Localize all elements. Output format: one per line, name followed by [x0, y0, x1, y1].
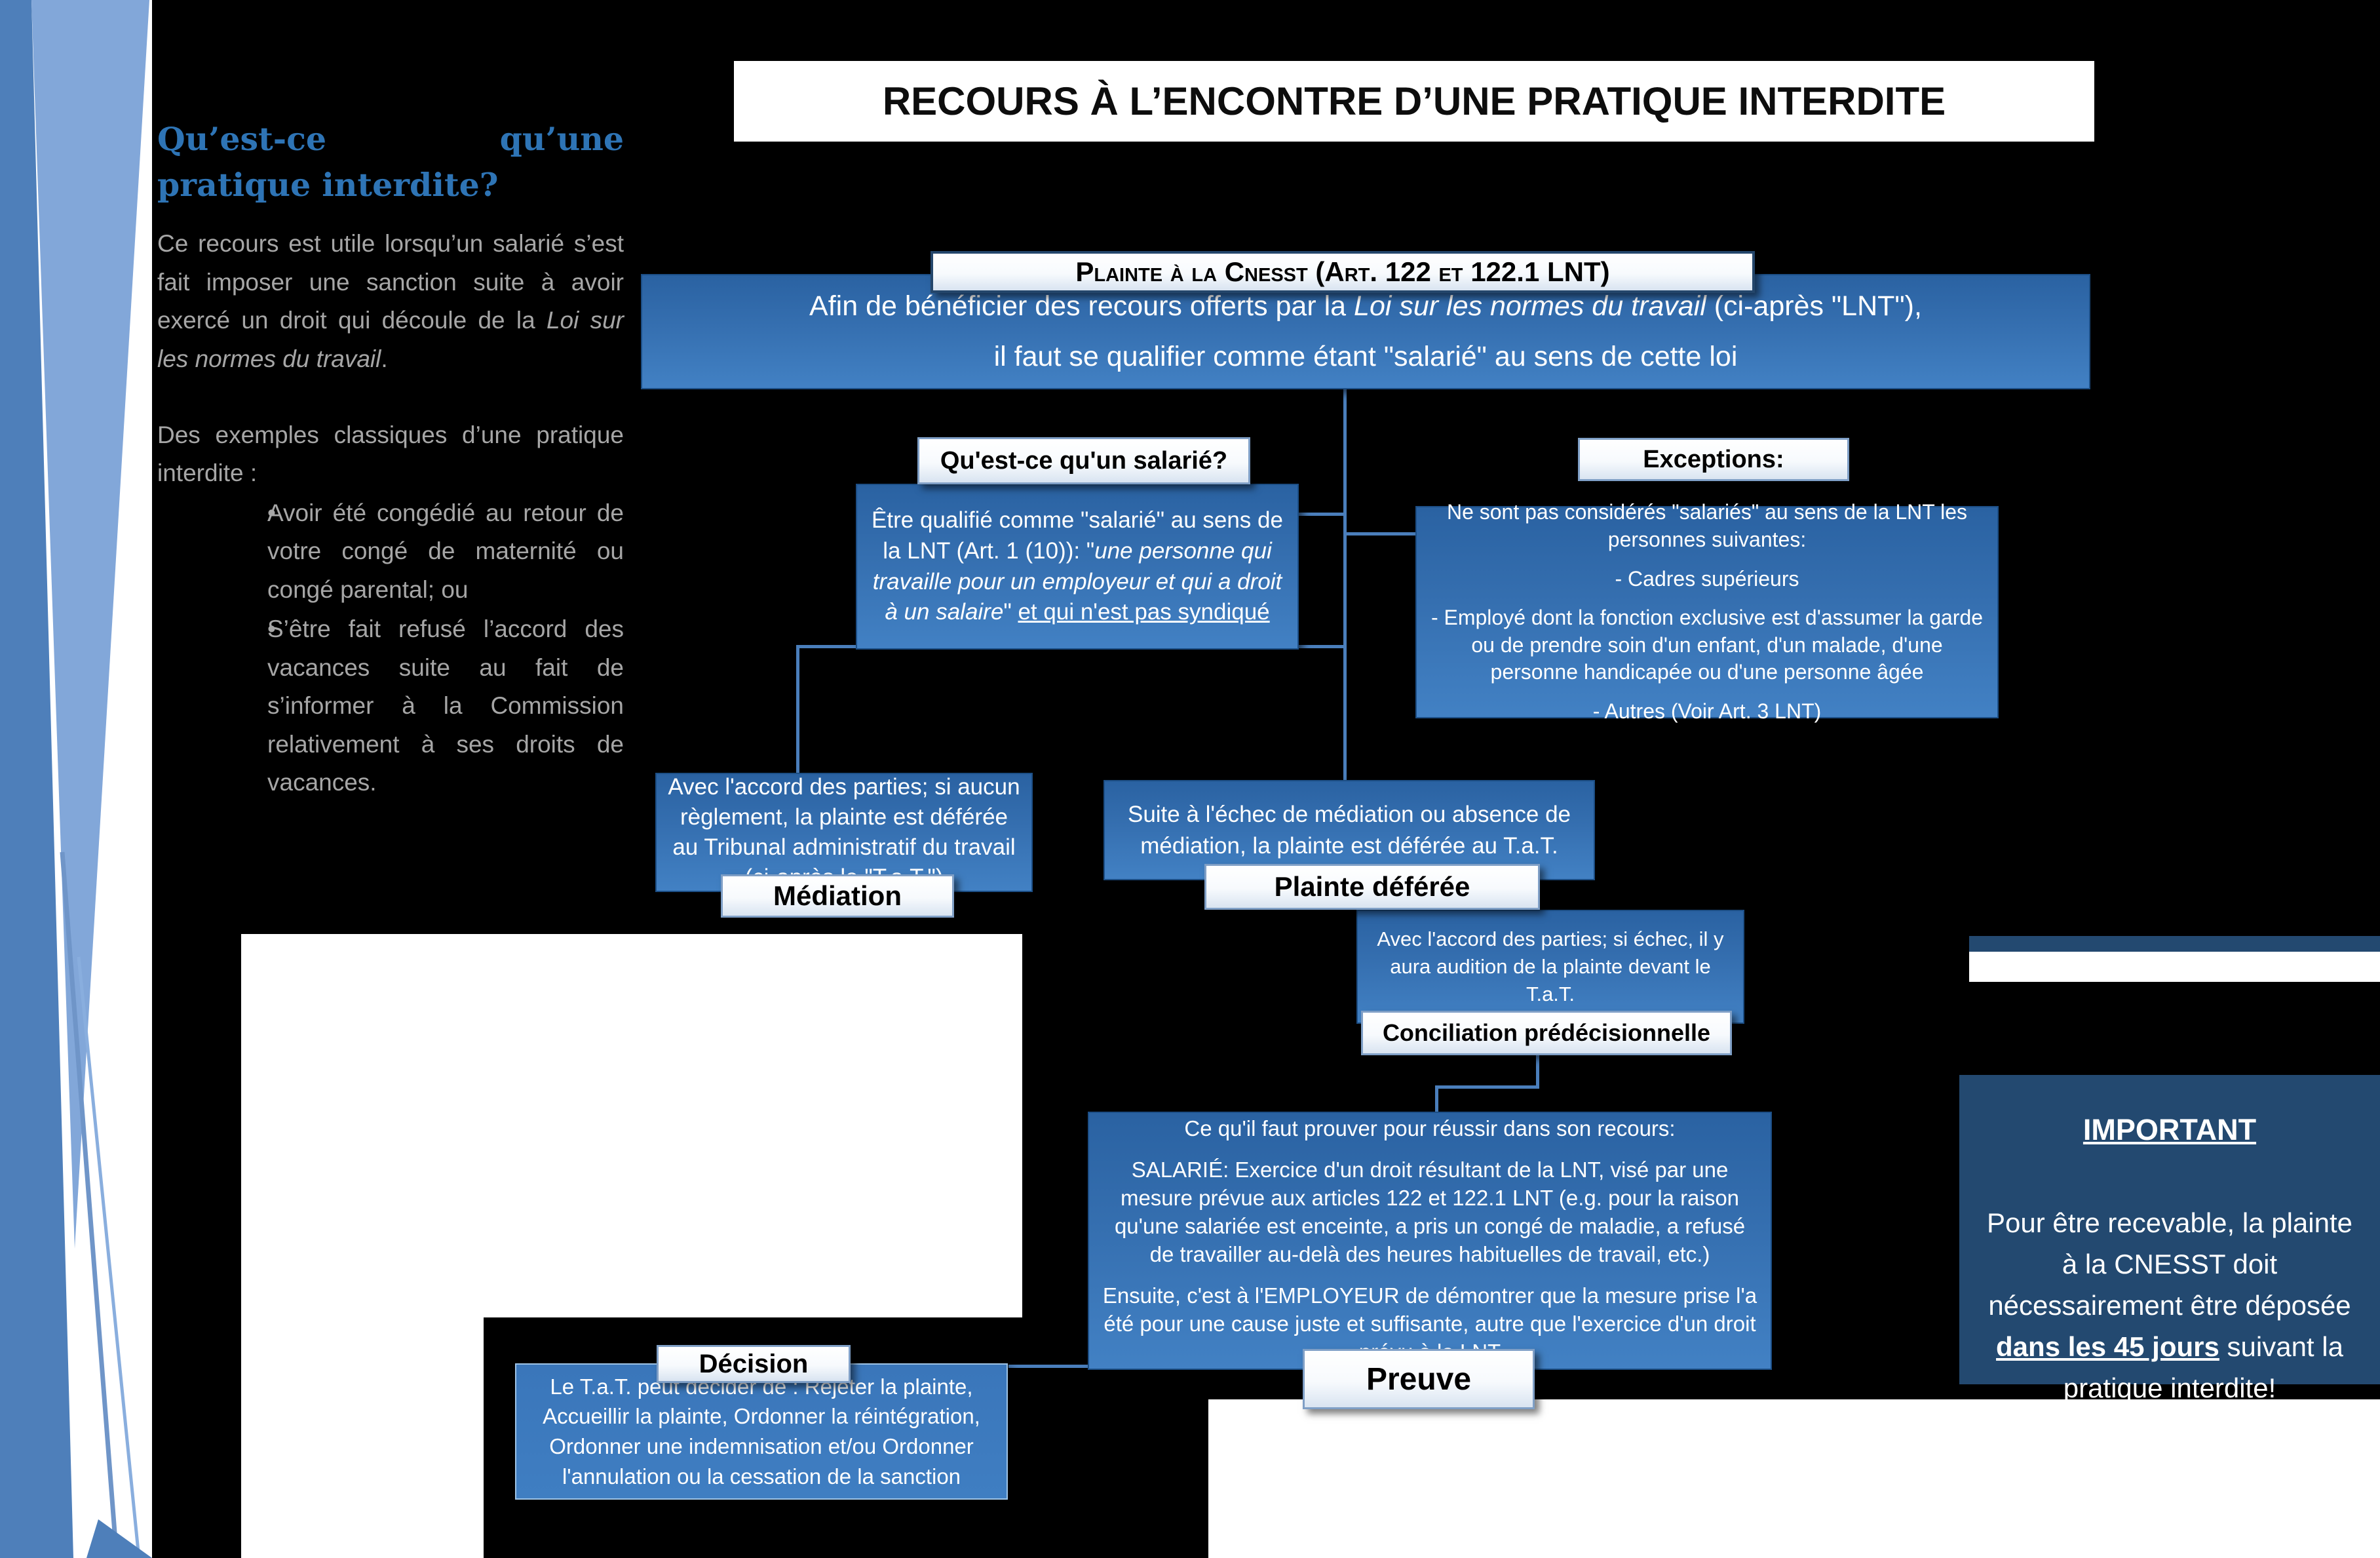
- intro-line-2: il faut se qualifier comme étant "salari…: [993, 341, 1738, 372]
- label-decision: Décision: [657, 1345, 851, 1383]
- decision-text: Le T.a.T. peut décider de : Rejeter la p…: [543, 1374, 980, 1489]
- label-plainte-deferee: Plainte déférée: [1204, 864, 1540, 910]
- important-box: IMPORTANT Pour être recevable, la plaint…: [1959, 1075, 2380, 1403]
- label-exceptions: Exceptions:: [1578, 438, 1849, 481]
- preuve-paragraph: SALARIÉ: Exercice d'un droit résultant d…: [1114, 1158, 1746, 1266]
- white-panel-bottom-left: [241, 934, 484, 1558]
- preuve-intro: Ce qu'il faut prouver pour réussir dans …: [1184, 1116, 1676, 1141]
- important-paragraph: Pour être recevable, la plainte à la CNE…: [1987, 1207, 2352, 1403]
- label-preuve: Preuve: [1303, 1349, 1535, 1409]
- node-plainte-deferee: Suite à l'échec de médiation ou absence …: [1104, 780, 1595, 880]
- sidebar: Qu’est-ce qu’une pratique interdite? Ce …: [157, 117, 624, 802]
- bullet-icon: •: [267, 499, 276, 526]
- important-title: IMPORTANT: [2082, 1113, 2257, 1146]
- connector-preuve-stub: [1435, 1085, 1438, 1114]
- page-title-text: RECOURS À L’ENCONTRE D’UNE PRATIQUE INTE…: [882, 79, 1946, 123]
- connector-salarie: [1298, 513, 1345, 516]
- sidebar-examples-intro: Des exemples classiques d’une pratique i…: [157, 421, 624, 487]
- bullet-icon: •: [267, 615, 276, 643]
- node-decision: Le T.a.T. peut décider de : Rejeter la p…: [515, 1363, 1008, 1500]
- intro-line-1: Afin de bénéficier des recours offerts p…: [809, 290, 1922, 322]
- left-decor-wedges-icon: [0, 0, 152, 1558]
- plainte-deferee-text: Suite à l'échec de médiation ou absence …: [1127, 802, 1571, 859]
- sidebar-gap: [157, 378, 624, 416]
- white-panel-bottom-right: [1208, 1399, 2380, 1558]
- bullet-text: S’être fait refusé l’accord des vacances…: [267, 615, 624, 796]
- sidebar-paragraph: Ce recours est utile lorsqu’un salarié s…: [157, 230, 624, 372]
- node-intro: Afin de bénéficier des recours offerts p…: [641, 274, 2090, 389]
- connector-intro-down: [1343, 389, 1347, 780]
- label-salarie: Qu'est-ce qu'un salarié?: [917, 437, 1250, 484]
- page-title: RECOURS À L’ENCONTRE D’UNE PRATIQUE INTE…: [734, 61, 2094, 142]
- connector-conciliation-elbow: [1435, 1085, 1539, 1089]
- node-salarie: Être qualifié comme "salarié" au sens de…: [856, 484, 1299, 650]
- node-conciliation: Avec l'accord des parties; si échec, il …: [1356, 910, 1744, 1024]
- important-top-bar: [1969, 936, 2380, 952]
- connector-mediation-stub: [796, 645, 799, 774]
- node-mediation: Avec l'accord des parties; si aucun règl…: [655, 773, 1033, 892]
- connector-exceptions: [1343, 532, 1417, 536]
- salarie-text: Être qualifié comme "salarié" au sens de…: [872, 507, 1283, 625]
- exceptions-item: - Autres (Voir Art. 3 LNT): [1592, 699, 1822, 723]
- exceptions-item: - Employé dont la fonction exclusive est…: [1430, 606, 1984, 684]
- connector-decision-preuve: [1008, 1365, 1090, 1368]
- label-mediation: Médiation: [721, 874, 954, 918]
- exceptions-item: - Cadres supérieurs: [1615, 566, 1799, 591]
- node-preuve: Ce qu'il faut prouver pour réussir dans …: [1088, 1112, 1772, 1370]
- important-white-band: [1969, 952, 2380, 982]
- label-conciliation: Conciliation prédécisionnelle: [1361, 1011, 1732, 1055]
- node-exceptions: Ne sont pas considérés "salariés" au sen…: [1415, 500, 1999, 723]
- bullet-text: Avoir été congédié au retour de votre co…: [267, 499, 624, 603]
- connector-conciliation-down: [1536, 1054, 1539, 1088]
- sidebar-heading: Qu’est-ce qu’une pratique interdite?: [157, 120, 624, 204]
- list-item: • S’être fait refusé l’accord des vacanc…: [157, 610, 624, 802]
- conciliation-text: Avec l'accord des parties; si échec, il …: [1377, 927, 1724, 1005]
- list-item: • Avoir été congédié au retour de votre …: [157, 494, 624, 609]
- preuve-paragraph: Ensuite, c'est à l'EMPLOYEUR de démontre…: [1102, 1283, 1757, 1364]
- exceptions-intro: Ne sont pas considérés "salariés" au sen…: [1446, 500, 1968, 552]
- label-plainte-cnesst: Plainte à la Cnesst (Art. 122 et 122.1 L…: [931, 251, 1755, 293]
